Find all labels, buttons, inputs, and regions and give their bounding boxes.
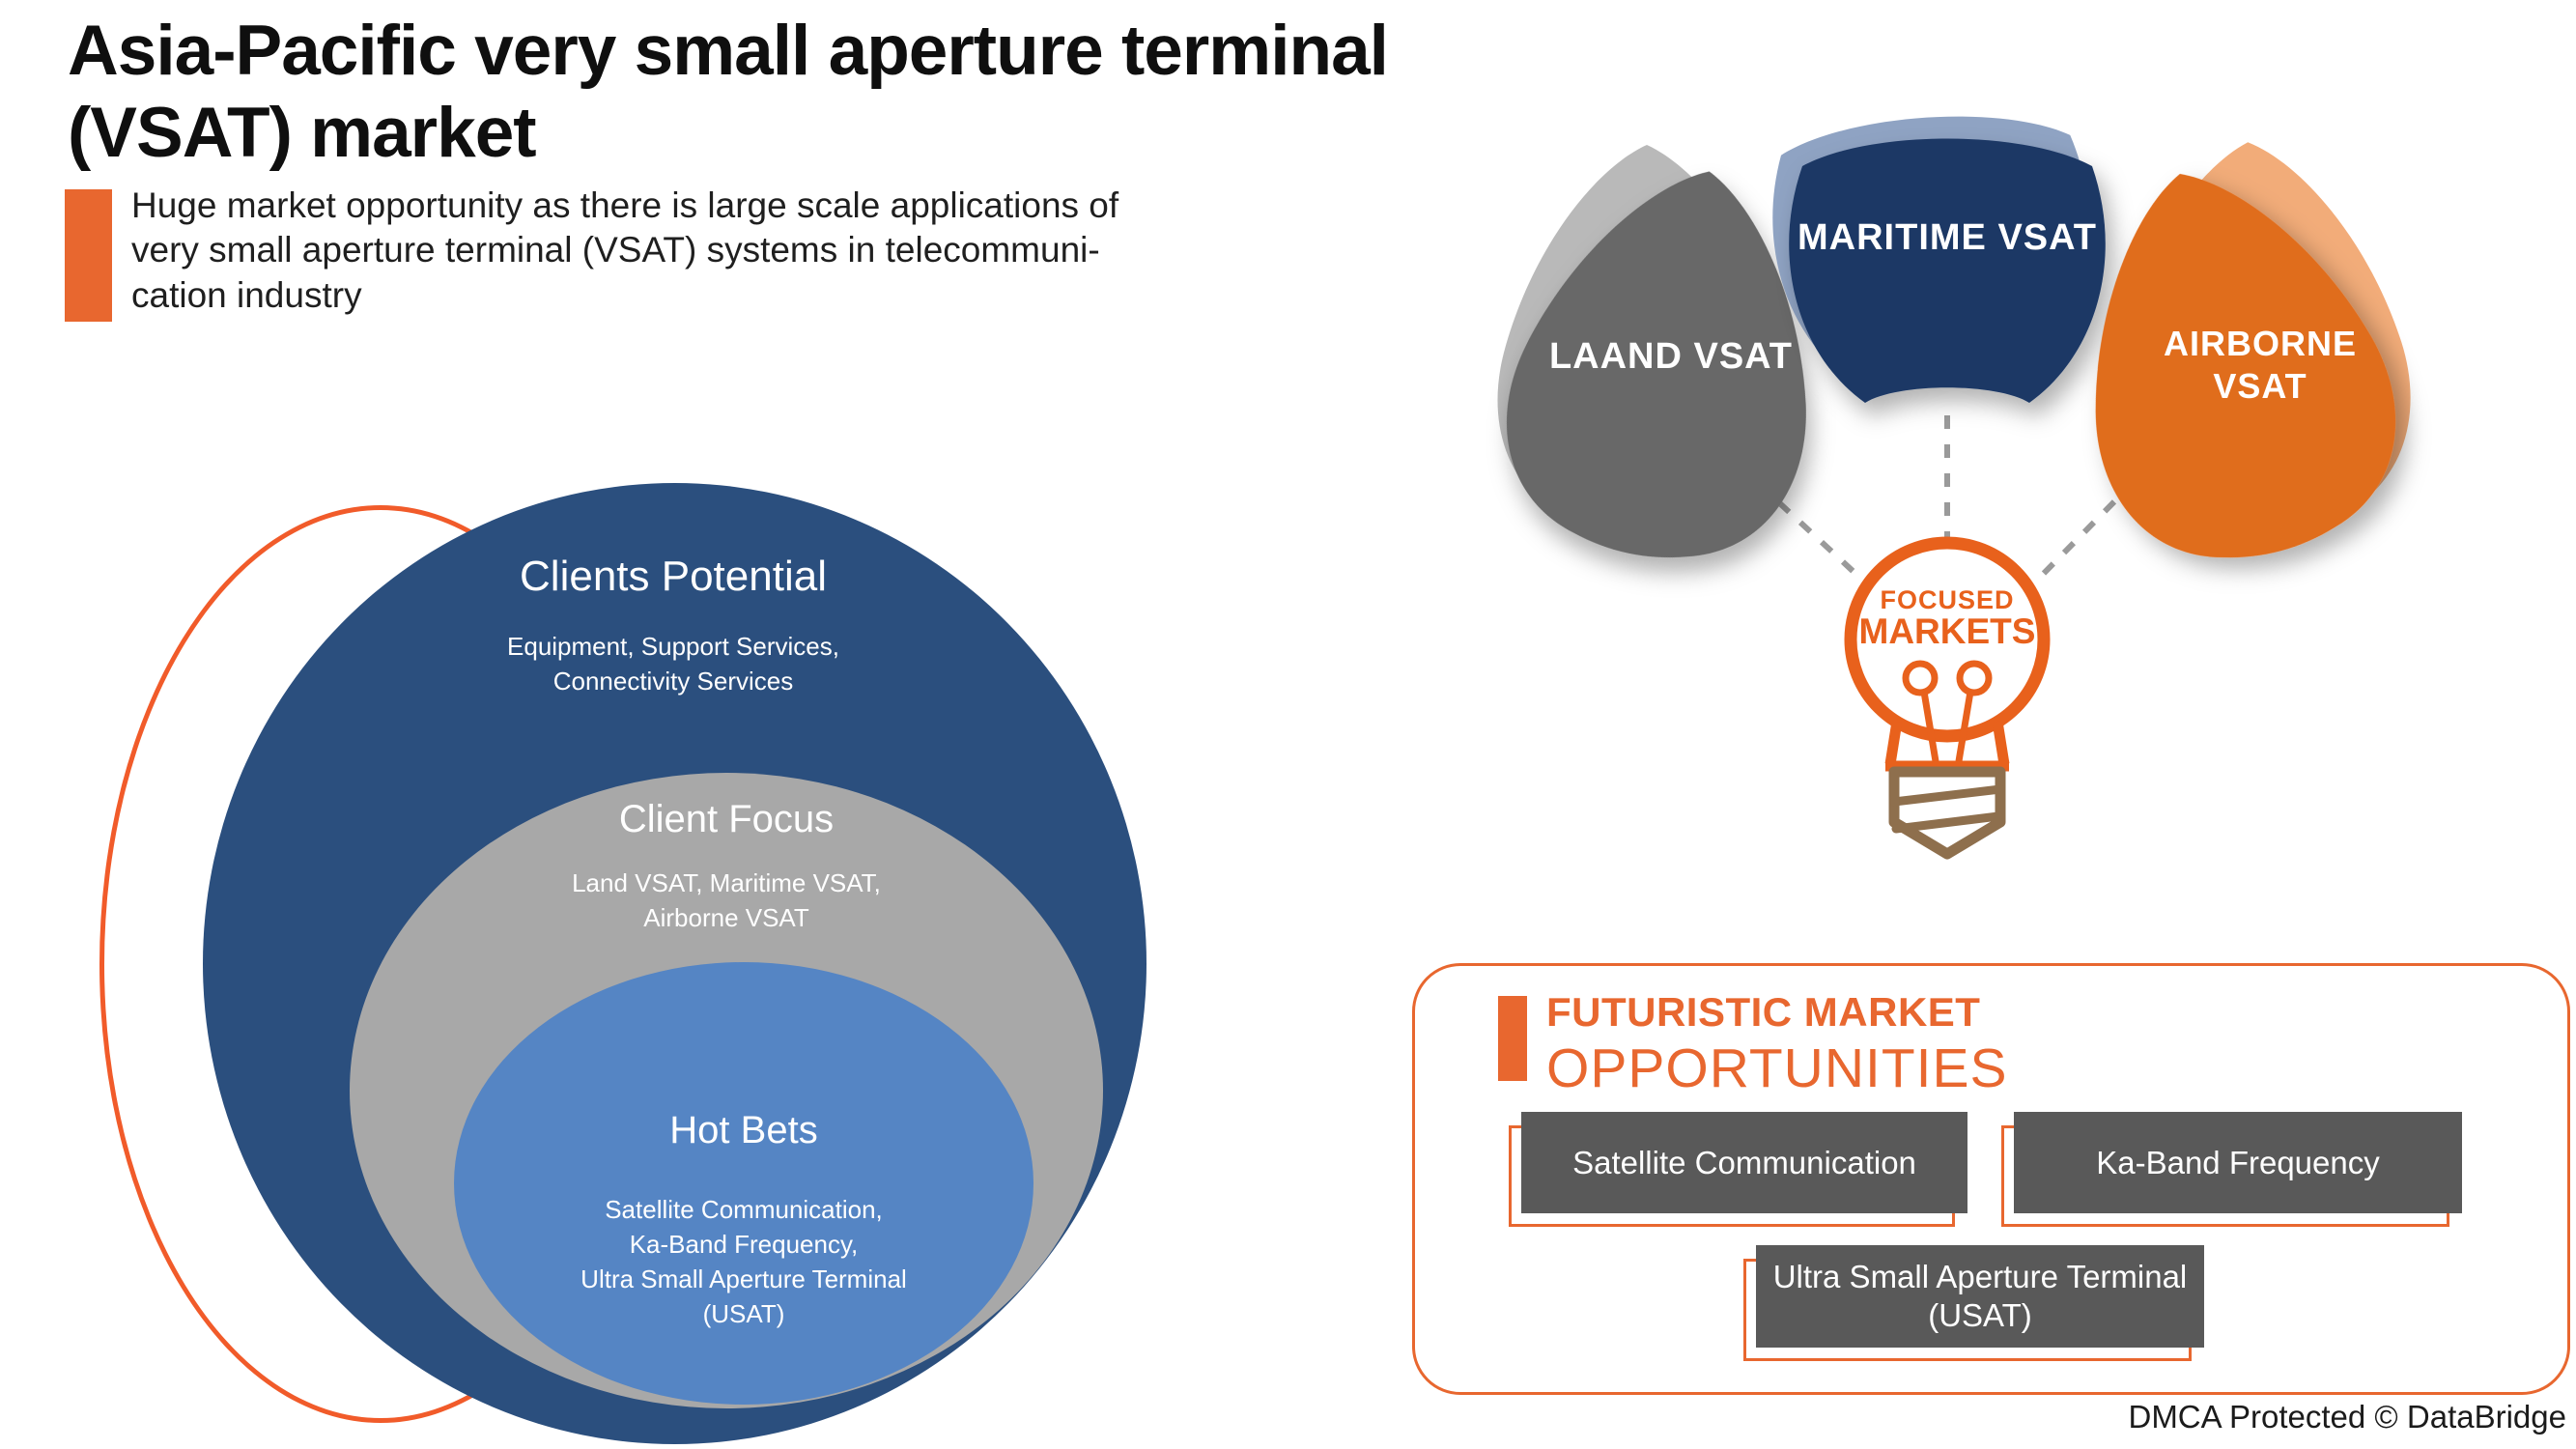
ring-line: Ka-Band Frequency,: [629, 1229, 859, 1259]
opportunities-accent-bar: [1498, 996, 1527, 1081]
page-title-line2: (VSAT) market: [68, 94, 537, 173]
opportunity-item: Ultra Small Aperture Terminal (USAT): [1756, 1245, 2204, 1348]
petal-maritime: [1789, 138, 2106, 403]
ring-clients-potential-text: Clients Potential Equipment, Support Ser…: [335, 553, 1011, 699]
ring-line: (USAT): [702, 1298, 785, 1328]
ring-client-focus-text: Client Focus Land VSAT, Maritime VSAT, A…: [388, 798, 1064, 936]
opportunity-slot: Ultra Small Aperture Terminal (USAT): [1743, 1245, 2204, 1361]
ring-line: Land VSAT, Maritime VSAT,: [572, 868, 881, 897]
opportunities-panel: FUTURISTIC MARKET OPPORTUNITIES Satellit…: [1412, 963, 2570, 1395]
opportunity-slot: Ka-Band Frequency: [2001, 1112, 2462, 1227]
petal-maritime-label: MARITIME VSAT: [1798, 217, 2097, 258]
petal-airborne-label-line2: VSAT: [2213, 366, 2307, 406]
bulb-neck: [1884, 721, 2010, 765]
lightbulb-icon: FOCUSED MARKETS: [1844, 536, 2051, 860]
ring-line: Equipment, Support Services,: [507, 632, 839, 661]
opportunity-item: Ka-Band Frequency: [2014, 1112, 2462, 1213]
ring-hot-bets-text: Hot Bets Satellite Communication, Ka-Ban…: [435, 1109, 1053, 1332]
subtitle: Huge market opportunity as there is larg…: [131, 184, 1118, 318]
subtitle-accent-bar: [65, 189, 112, 322]
ring-line: Airborne VSAT: [643, 902, 809, 932]
focused-markets-diagram: LAAND VSAT MARITIME VSAT AIRBORNE VSAT F…: [1482, 106, 2425, 860]
bulb-label-line1: FOCUSED: [1880, 585, 2014, 614]
opportunity-item: Satellite Communication: [1521, 1112, 1967, 1213]
opportunity-slot: Satellite Communication: [1509, 1112, 1967, 1227]
subtitle-line2: very small aperture terminal (VSAT) syst…: [131, 230, 1100, 270]
bulb-label-line2: MARKETS: [1859, 611, 2036, 651]
opportunities-heading: FUTURISTIC MARKET OPPORTUNITIES: [1546, 989, 2008, 1100]
ring-hot-bets: [454, 962, 1033, 1405]
ring-title: Hot Bets: [669, 1109, 818, 1151]
opportunities-heading-line1: FUTURISTIC MARKET: [1546, 989, 1981, 1035]
subtitle-line1: Huge market opportunity as there is larg…: [131, 185, 1119, 225]
ring-line: Connectivity Services: [552, 666, 794, 696]
page-title-line1: Asia-Pacific very small aperture termina…: [68, 12, 1389, 90]
ring-title: Client Focus: [618, 798, 835, 840]
petal-land-label: LAAND VSAT: [1549, 336, 1793, 377]
bulb-filament: [1902, 660, 1993, 762]
petal-airborne-label-line1: AIRBORNE: [2164, 324, 2357, 363]
dmca-footer: DMCA Protected © DataBridge: [2128, 1399, 2566, 1435]
bulb-glass: [1844, 536, 2051, 743]
page-title: Asia-Pacific very small aperture termina…: [68, 10, 1389, 175]
ring-line: Ultra Small Aperture Terminal: [580, 1264, 907, 1293]
ring-line: Satellite Communication,: [605, 1195, 883, 1224]
ring-title: Clients Potential: [520, 553, 827, 600]
bulb-base: [1888, 766, 2006, 860]
opportunities-heading-line2: OPPORTUNITIES: [1546, 1037, 2008, 1099]
subtitle-line3: cation industry: [131, 274, 362, 315]
